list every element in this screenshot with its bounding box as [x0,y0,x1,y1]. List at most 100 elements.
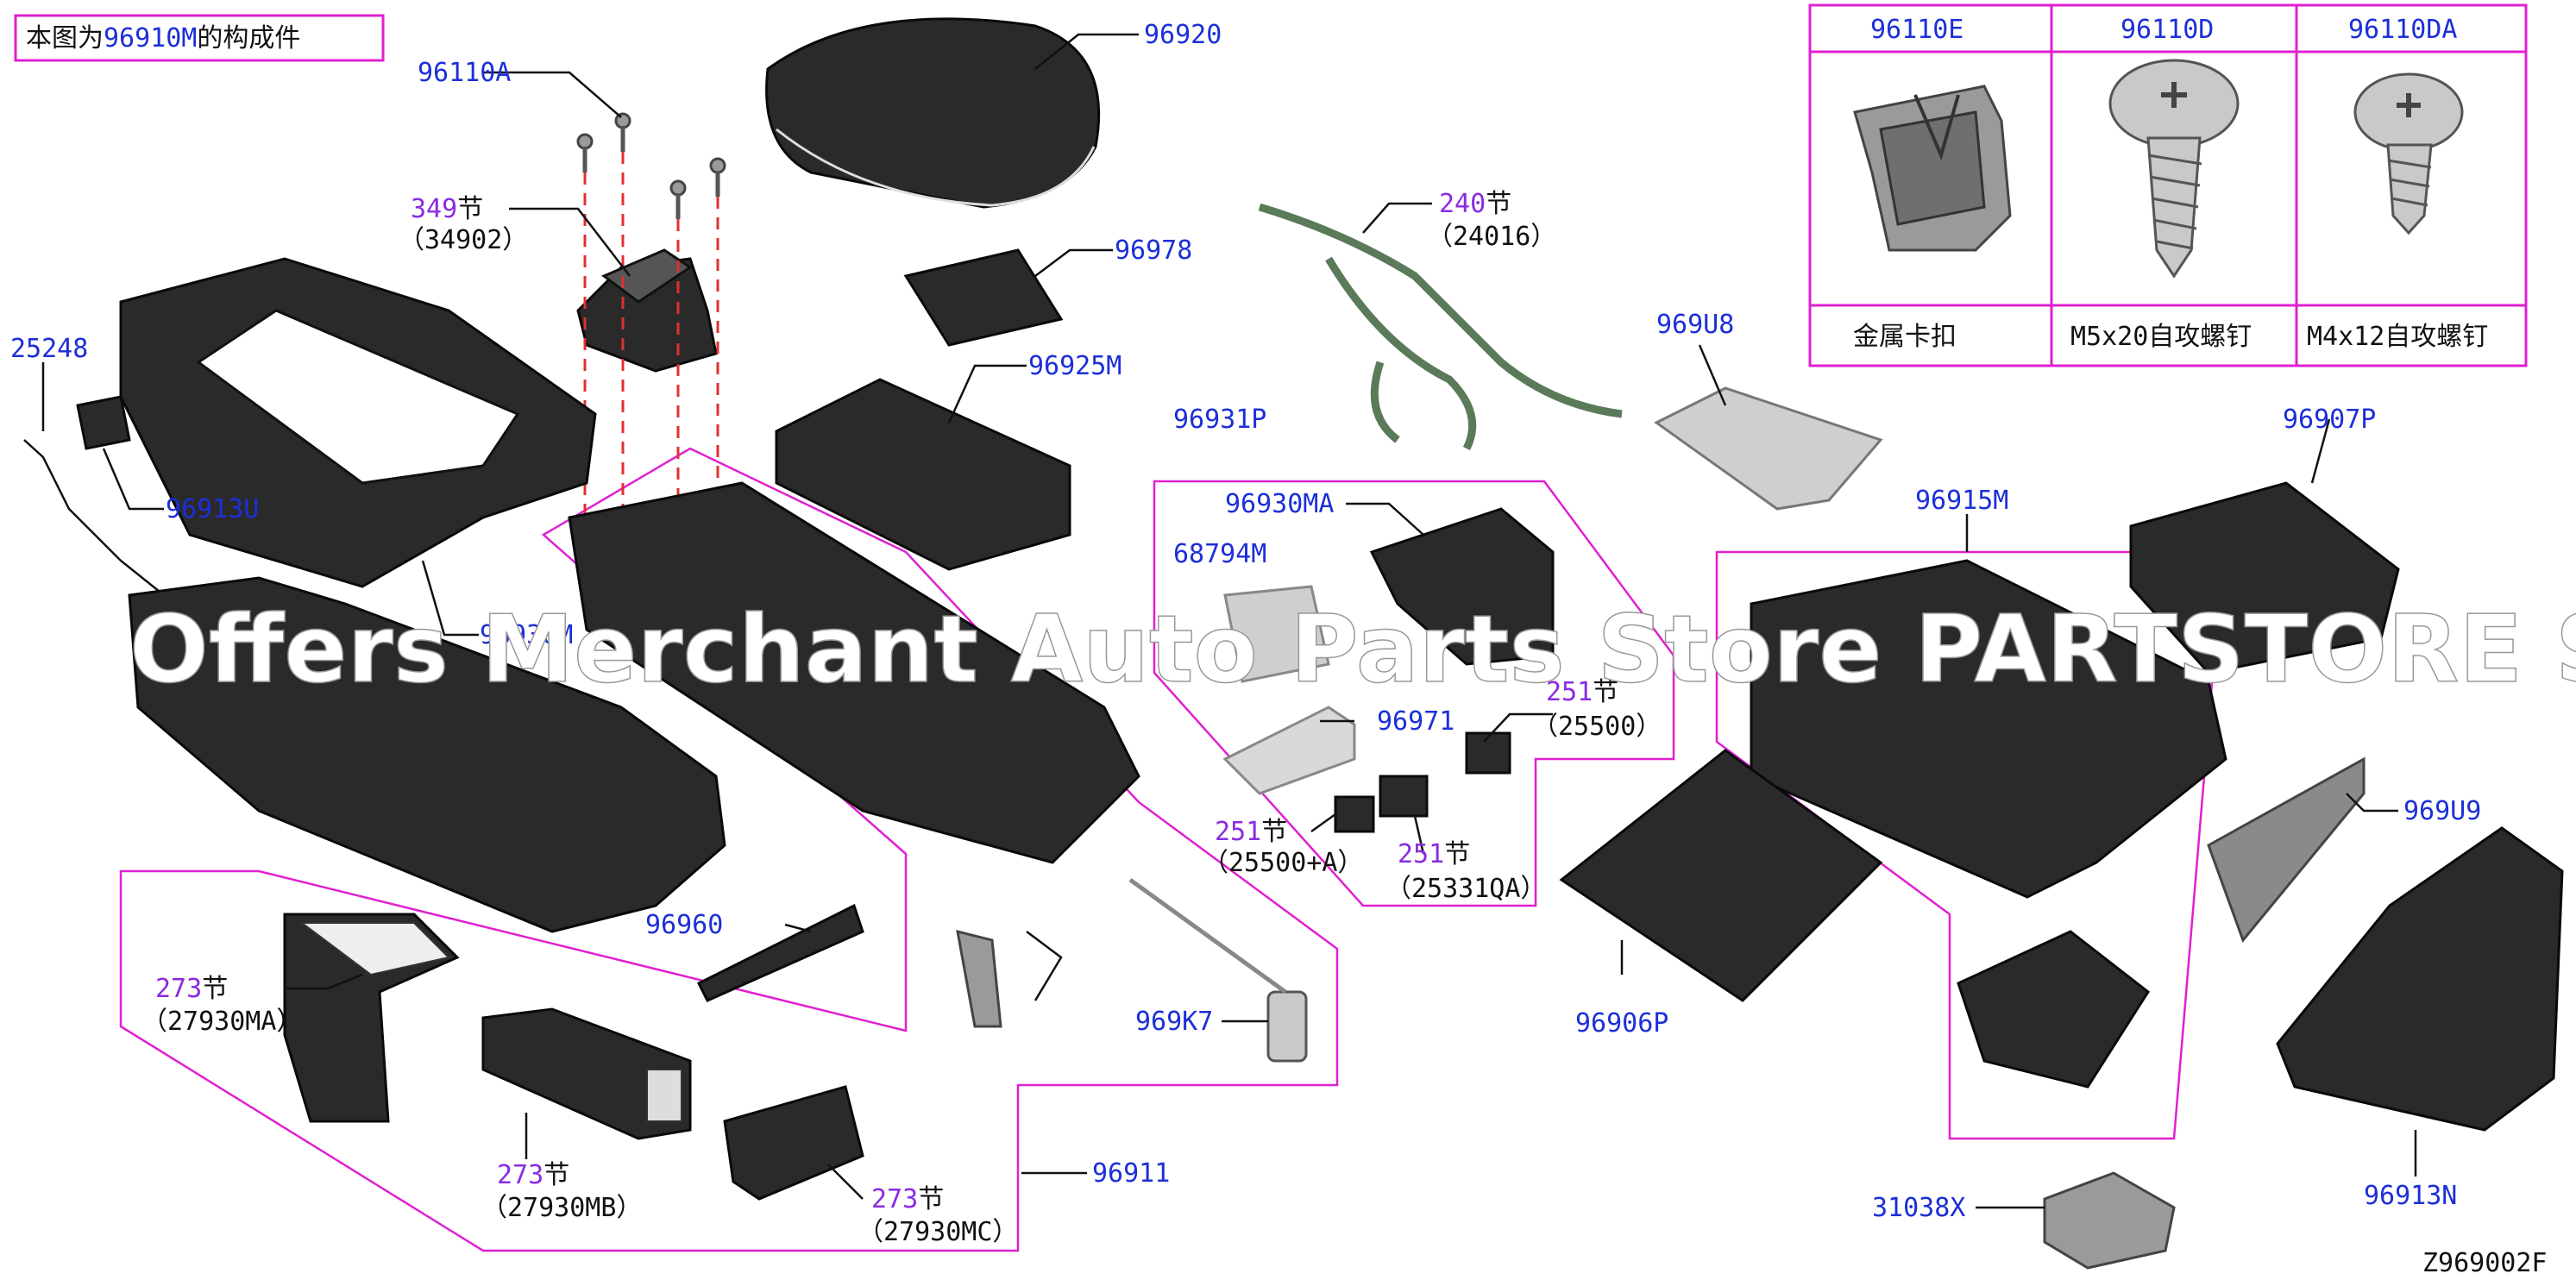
label-96960: 96960 [645,910,723,940]
label-273-a: 273节 [155,974,228,1004]
plate-96978 [903,248,1064,347]
bracket [956,929,1002,1028]
screws-96110A [576,112,726,219]
label-31038X: 31038X [1872,1193,1965,1223]
header-note-box [14,14,385,62]
label-96978: 96978 [1115,235,1192,266]
label-25248: 25248 [10,334,88,364]
label-68794M: 68794M [1173,539,1266,569]
header-note: 本图为96910M的构成件 [26,23,300,53]
table-caption-m5x20: M5x20自攻螺钉 [2070,322,2252,352]
label-25500: （25500） [1532,712,1662,742]
wire-harness-240 [1258,203,1623,451]
label-96913U: 96913U [166,494,259,524]
leader-line [285,973,363,990]
group-outline-switch-panel [1153,480,1675,907]
leader-line [947,364,1027,424]
shifter-module-349 [576,248,718,373]
trim-96960 [696,903,864,1002]
table-header-96110DA: 96110DA [2348,15,2457,45]
leader-line [102,448,164,511]
leader-line [1346,502,1424,536]
switch-25331QA [1379,775,1429,818]
leader-line [2310,418,2331,484]
table-caption-m4x12: M4x12自攻螺钉 [2307,322,2488,352]
leader-line [784,923,812,933]
label-25500A: （25500+A） [1203,848,1363,878]
switch-25500 [1465,731,1511,775]
label-27930MC: （27930MC） [858,1217,1018,1247]
label-96931P: 96931P [1173,405,1266,435]
leader-line [421,560,479,637]
label-969U8: 969U8 [1656,310,1734,340]
frame-96915M [1750,559,2227,899]
label-273-c: 273节 [871,1184,944,1214]
cover-969U9 [2207,756,2366,943]
label-25331QA: （25331QA） [1385,874,1546,904]
switch-96913U [76,395,131,450]
leader-line [1483,712,1553,743]
module-31038X [2043,1171,2176,1270]
part-27930MC [723,1085,864,1201]
table-header-96110E: 96110E [1870,15,1963,45]
label-240: 240节 [1439,189,1511,219]
vent-68794M [1223,585,1330,683]
label-273-b: 273节 [497,1160,569,1190]
side-cover-96913N [2276,826,2564,1132]
leader-line [1034,33,1139,70]
screw-m4x12-icon [2353,72,2464,235]
label-96930MA: 96930MA [1225,489,1334,519]
bezel-96930MA [1369,507,1555,666]
cable-25248 [23,439,165,596]
screw-m5x20-icon [2108,59,2240,279]
console-frame [568,481,1140,864]
label-96920: 96920 [1144,20,1222,50]
leader-line [1310,813,1336,833]
plate-969U8 [1654,386,1883,511]
leader-line [2346,793,2398,813]
leader-line [1034,248,1113,277]
leader-line [1413,815,1425,855]
label-34902: （34902） [399,225,528,255]
frame-96971 [1222,706,1356,795]
leader-line [509,207,631,277]
part-27930MA [283,913,460,1123]
label-349: 349节 [411,194,483,224]
label-96913N: 96913N [2364,1181,2457,1211]
armrest-lid-96920 [765,17,1101,209]
label-96906P: 96906P [1575,1008,1668,1038]
label-969K7: 969K7 [1135,1007,1213,1037]
tray-96906P [1559,749,1883,1002]
label-251-b: 251节 [1215,817,1287,847]
sensor-969K7 [1128,877,1308,1063]
table-header-96110D: 96110D [2120,15,2214,45]
label-96110A: 96110A [418,58,511,88]
console-housing [128,576,726,933]
bracket [1026,931,1063,1001]
label-24016: （24016） [1427,222,1556,252]
leader-line [1362,202,1432,234]
leader-line [827,1164,864,1200]
label-251-c: 251节 [1398,839,1470,869]
diagram-code: Z969002F [2422,1248,2548,1278]
label-96925M: 96925M [1028,351,1122,381]
bracket-96915M [1957,930,2150,1089]
metal-clip-icon [1853,85,2012,252]
switch-25500A [1334,795,1375,833]
label-251-a: 251节 [1546,677,1618,707]
leader-line [1698,344,1727,406]
fastener-table: 96110E 96110D 96110DA 金属卡扣 M5x20自攻螺钉 M4x… [1808,3,2528,367]
tray-96925M [775,378,1071,571]
label-27930MA: （27930MA） [141,1007,302,1037]
label-96971: 96971 [1377,706,1454,737]
label-27930MB: （27930MB） [481,1193,642,1223]
label-96915M: 96915M [1915,486,2008,516]
leader-line [483,71,622,118]
watermark-text: Offers Merchant Auto Parts Store PARTSTO… [129,596,2576,704]
table-caption-metal-clip: 金属卡扣 [1853,322,1957,352]
part-27930MB [481,1007,692,1140]
label-96907P: 96907P [2283,405,2376,435]
cover-96907P [2129,481,2400,675]
label-96911: 96911 [1092,1158,1170,1189]
